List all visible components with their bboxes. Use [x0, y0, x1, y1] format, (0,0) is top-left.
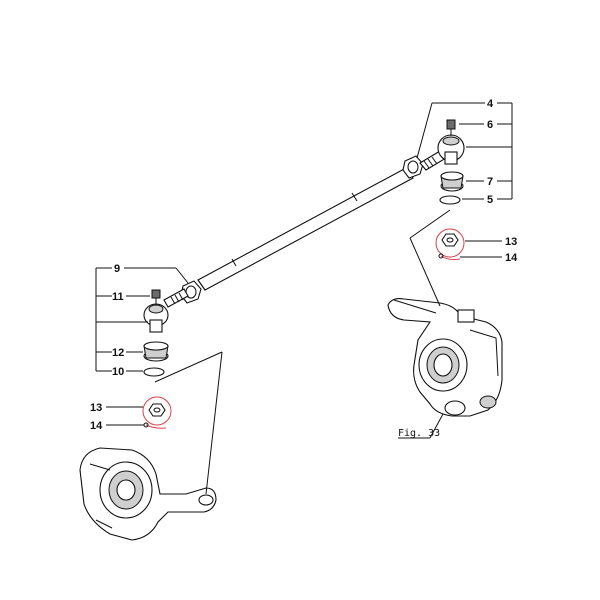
right-castle-nut	[435, 228, 465, 258]
left-castle-nut	[142, 396, 172, 426]
callout-7: 7	[487, 176, 493, 188]
left-retaining-ring	[143, 367, 165, 377]
callout-13-right: 13	[505, 236, 517, 248]
callout-12: 12	[112, 347, 124, 359]
left-leader-lines	[95, 267, 223, 495]
right-leader-lines	[398, 102, 513, 439]
right-steering-knuckle	[387, 298, 503, 417]
figure-reference: Fig. 33	[398, 428, 440, 439]
left-steering-knuckle	[79, 447, 217, 541]
callout-10: 10	[112, 366, 124, 378]
right-grease-nipple	[446, 119, 456, 136]
tie-rod	[197, 167, 414, 291]
left-dust-boot	[143, 341, 169, 362]
callout-labels: 4 6 7 5 13 14 9 11 12 10 13 14 Fig. 33	[90, 98, 518, 439]
callout-11: 11	[112, 291, 124, 303]
right-tie-rod-end	[419, 134, 465, 171]
left-highlight-circle	[142, 396, 172, 426]
callout-9: 9	[114, 263, 120, 275]
callout-14-left: 14	[90, 420, 103, 432]
left-grease-nipple	[151, 289, 161, 305]
right-retaining-ring	[439, 195, 461, 205]
callout-5: 5	[487, 194, 493, 206]
callout-4: 4	[487, 98, 494, 110]
callout-6: 6	[487, 119, 493, 131]
right-lock-nut	[402, 155, 424, 179]
right-dust-boot	[440, 171, 464, 192]
callout-14-right: 14	[505, 252, 518, 264]
left-tie-rod-end	[143, 288, 189, 333]
right-cotter-pin	[438, 253, 461, 261]
right-highlight-circle	[435, 228, 465, 258]
callout-13-left: 13	[90, 402, 102, 414]
